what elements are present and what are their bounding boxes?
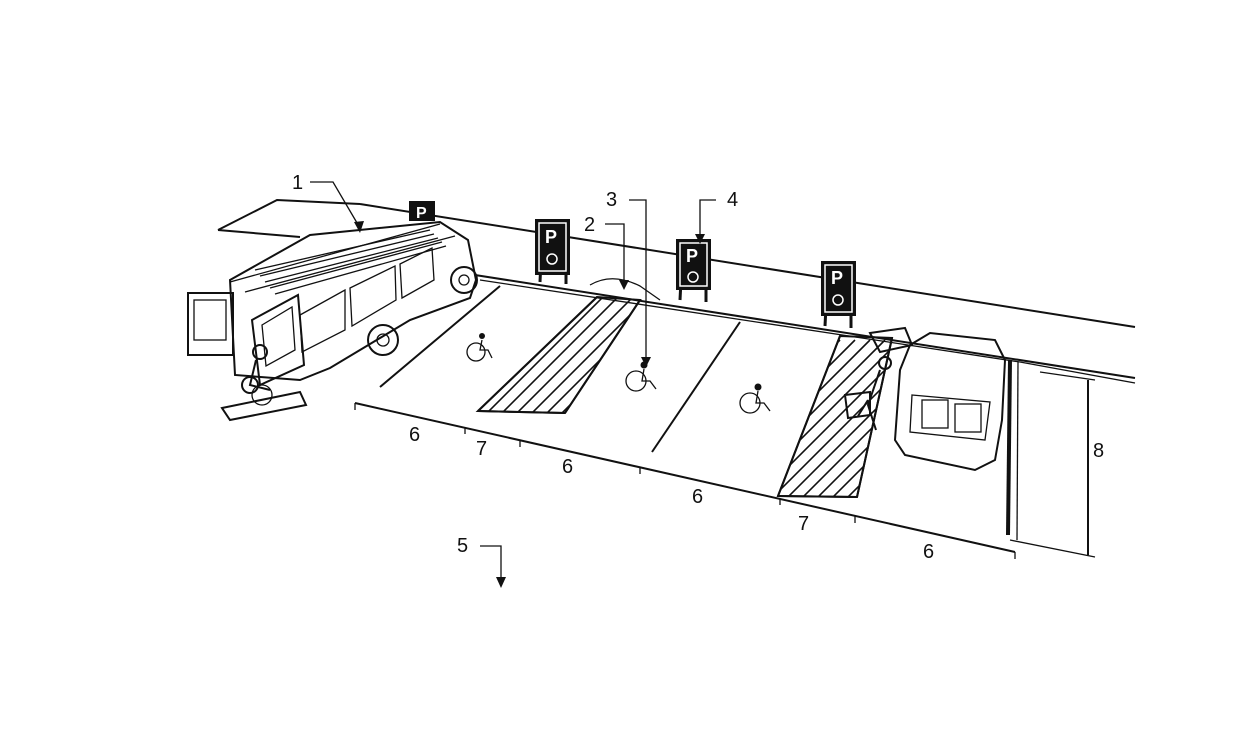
dim-height: 8 <box>1093 440 1104 462</box>
dim-aisle-2: 7 <box>798 513 809 535</box>
svg-text:P: P <box>545 227 557 247</box>
parking-lot <box>354 285 1019 553</box>
callout-3: 3 <box>606 189 617 211</box>
sidewalk <box>217 198 1136 384</box>
dimension-line <box>354 371 1096 559</box>
callout-4: 4 <box>727 189 738 211</box>
wheelchair-symbol-3 <box>739 383 771 414</box>
dim-aisle-1: 7 <box>476 438 487 460</box>
van-with-lift <box>187 220 478 422</box>
callout-leaders <box>310 181 716 588</box>
dim-stall-2: 6 <box>562 456 573 478</box>
access-aisle-1 <box>475 295 642 415</box>
parking-sign-3: P <box>676 239 711 302</box>
parking-sign-1: P <box>409 201 435 222</box>
parking-sign-4: P <box>821 261 856 328</box>
callout-1: 1 <box>292 172 303 194</box>
wheelchair-symbol-2 <box>625 361 657 392</box>
wheelchair-symbol-1 <box>466 333 493 362</box>
pole <box>1006 359 1012 536</box>
parking-sign-2: P <box>535 219 570 284</box>
access-aisle-2 <box>776 334 894 499</box>
callout-2: 2 <box>584 214 595 236</box>
callout-5: 5 <box>457 535 468 557</box>
car-with-person <box>843 326 1007 472</box>
dim-stall-3: 6 <box>692 486 703 508</box>
svg-text:P: P <box>686 246 698 266</box>
svg-text:P: P <box>416 205 427 222</box>
stall-line-1 <box>379 285 501 388</box>
dim-stall-1: 6 <box>409 424 420 446</box>
stall-line-4 <box>651 321 741 453</box>
svg-text:P: P <box>831 268 843 288</box>
dim-stall-4: 6 <box>923 541 934 563</box>
curb-ramp <box>589 278 661 301</box>
